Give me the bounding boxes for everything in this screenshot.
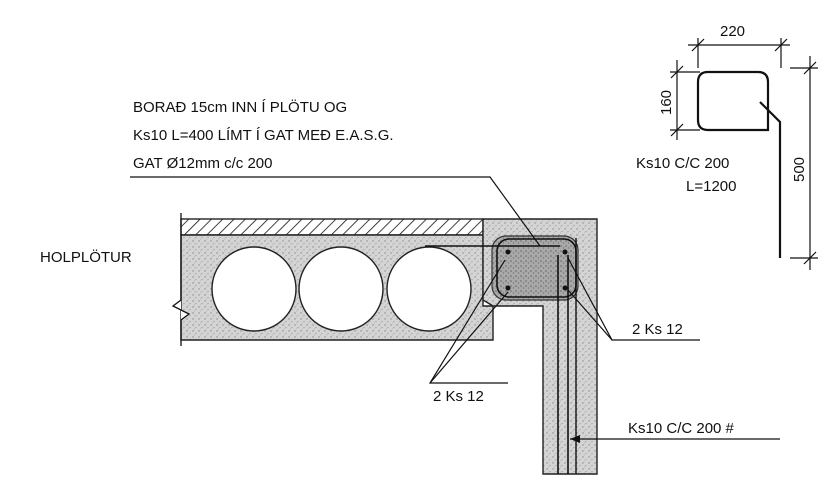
holplotur-label: HOLPLÖTUR (40, 248, 132, 266)
hollow-core-slab (171, 213, 494, 346)
dim-height-tick-b (670, 123, 684, 137)
dim-width-tick-l (691, 38, 705, 52)
leader-lines (130, 176, 780, 443)
dim-width-tick-r (774, 38, 788, 52)
ks12-right-label: 2 Ks 12 (632, 321, 683, 338)
note-line-3: GAT Ø12mm c/c 200 (133, 155, 273, 172)
ks12-left-leader-2 (429, 291, 509, 384)
dim-height-tick-t (670, 65, 684, 79)
rebar-dot-3 (562, 249, 568, 255)
slab-core-2 (298, 246, 384, 332)
rebar-dot-2 (505, 285, 511, 291)
grout-core (491, 235, 579, 301)
dim-length-tick-t (803, 61, 817, 75)
rebar-dot-4 (562, 285, 568, 291)
dim-length-text: 500 (791, 157, 808, 182)
bar-spec-line-2: L=1200 (686, 178, 736, 195)
bar-bending-detail (670, 38, 818, 270)
break-line (171, 213, 191, 346)
ks12-right-leader-2 (567, 289, 613, 341)
annotation-text: BORAÐ 15cm INN Í PLÖTU OG Ks10 L=400 LÍM… (40, 23, 808, 437)
note-leader (130, 176, 541, 247)
note-line-2: Ks10 L=400 LÍMT Í GAT MEÐ E.A.S.G. (133, 127, 394, 144)
bar-spec-line-1: Ks10 C/C 200 (636, 155, 729, 172)
dim-length-tick-b (803, 251, 817, 265)
rebar-dot-1 (505, 249, 511, 255)
note-line-1: BORAÐ 15cm INN Í PLÖTU OG (133, 98, 347, 116)
ks12-left-label: 2 Ks 12 (433, 388, 484, 405)
ks10-arrow (570, 435, 580, 443)
slab-topping-hatch (180, 218, 484, 236)
slab-core-3 (386, 246, 472, 332)
dim-height-text: 160 (658, 90, 675, 115)
ks10-wall-label: Ks10 C/C 200 # (628, 420, 735, 437)
bent-bar-shape (696, 70, 782, 258)
slab-core-1 (211, 246, 297, 332)
dim-width-text: 220 (720, 23, 745, 40)
wall-section (425, 218, 598, 475)
